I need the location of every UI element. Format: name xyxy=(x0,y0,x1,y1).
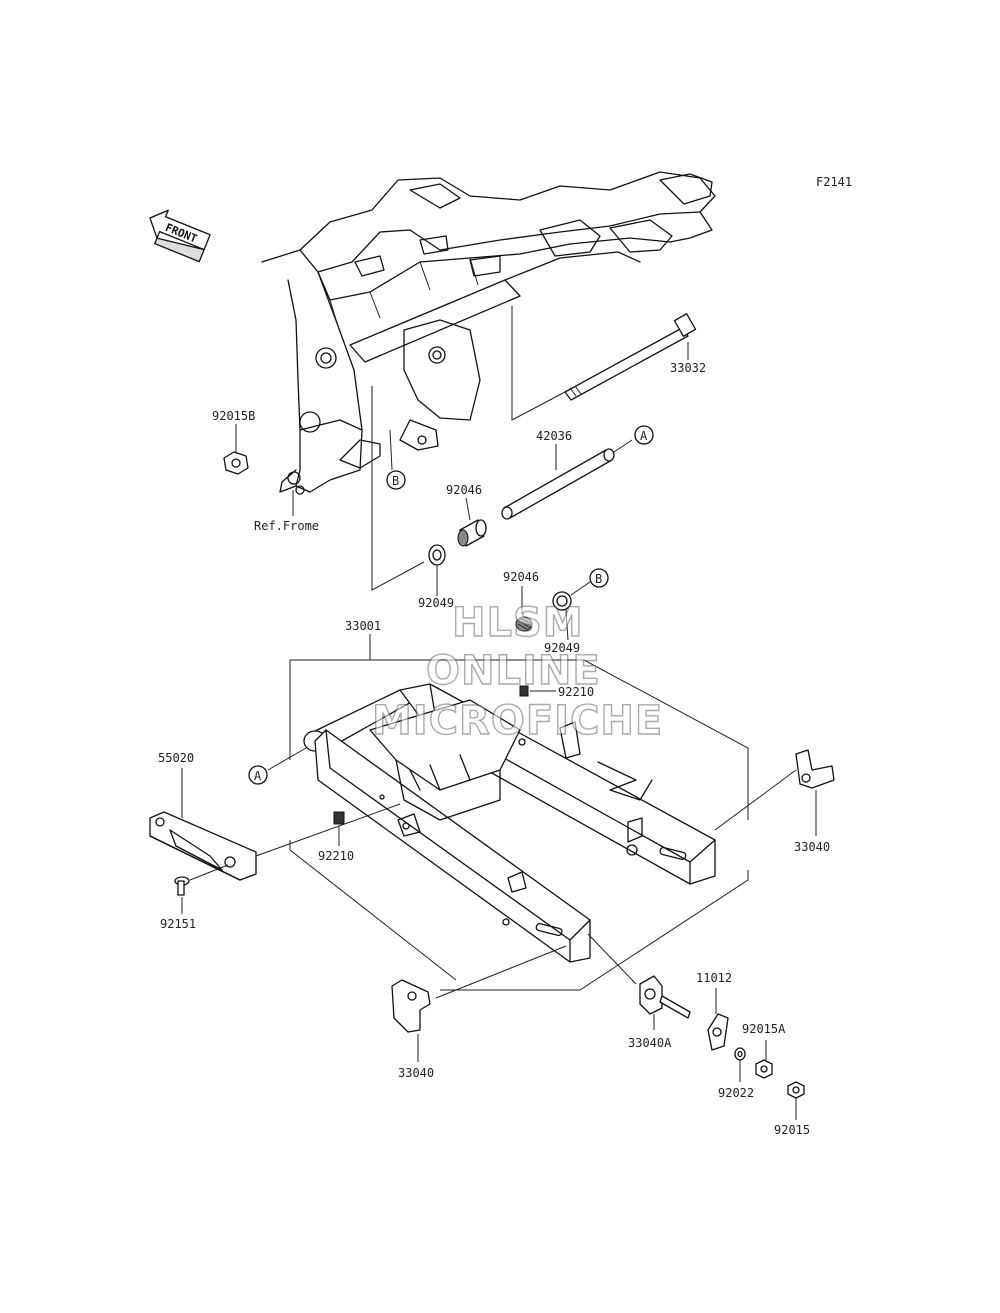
adjuster-33040A xyxy=(639,975,691,1019)
callout-b-lower: B xyxy=(595,572,602,586)
label-92210-lower: 92210 xyxy=(318,849,354,863)
grease-fitting-92210-lower xyxy=(333,811,345,825)
bolt-92151 xyxy=(174,876,190,896)
bearing-92046-upper xyxy=(457,519,487,547)
label-92210-upper: 92210 xyxy=(558,685,594,699)
nut-92015A xyxy=(755,1059,773,1079)
plate-11012 xyxy=(707,1013,729,1051)
label-11012: 11012 xyxy=(696,971,732,985)
label-33040A: 33040A xyxy=(628,1036,672,1050)
label-92015: 92015 xyxy=(774,1123,810,1137)
label-92049-right: 92049 xyxy=(544,641,580,655)
label-33040-right: 33040 xyxy=(794,840,830,854)
callout-b-upper: B xyxy=(392,474,399,488)
label-92046-upper: 92046 xyxy=(446,483,482,497)
label-92046-lower: 92046 xyxy=(503,570,539,584)
label-92049-left: 92049 xyxy=(418,596,454,610)
seal-92049-right xyxy=(552,591,572,611)
bearing-92046-lower xyxy=(515,616,533,632)
pivot-bolt-33032 xyxy=(564,313,697,401)
frame-drawing xyxy=(261,171,716,495)
swing-arm-drawing xyxy=(303,683,716,963)
label-55020: 55020 xyxy=(158,751,194,765)
label-33032: 33032 xyxy=(670,361,706,375)
adjuster-33040-bottom xyxy=(391,979,431,1033)
chain-slider-55020 xyxy=(149,811,257,881)
callout-a-upper: A xyxy=(640,429,648,443)
label-42036: 42036 xyxy=(536,429,572,443)
watermark-line3: MICROFICHE xyxy=(372,698,663,744)
callout-a-lower: A xyxy=(254,769,262,783)
label-33040-bottom: 33040 xyxy=(398,1066,434,1080)
seal-92049-left xyxy=(428,544,446,566)
nut-92015B xyxy=(223,451,249,475)
washer-92022 xyxy=(734,1047,746,1061)
label-92015B: 92015B xyxy=(212,409,255,423)
diagram-code: F2141 xyxy=(816,175,852,189)
watermark: HLSM ONLINE MICROFICHE xyxy=(371,599,663,744)
label-92022: 92022 xyxy=(718,1086,754,1100)
watermark-line1: HLSM xyxy=(452,600,584,646)
collar-42036 xyxy=(501,448,615,520)
watermark-line2: ONLINE xyxy=(426,648,601,694)
front-arrow-icon: FRONT xyxy=(149,209,211,263)
label-92015A: 92015A xyxy=(742,1022,786,1036)
label-33001: 33001 xyxy=(345,619,381,633)
adjuster-33040-right xyxy=(795,749,835,789)
grease-fitting-92210-upper xyxy=(519,685,529,697)
nut-92015 xyxy=(787,1081,805,1099)
ref-frame-label: Ref.Frome xyxy=(254,519,319,533)
label-92151: 92151 xyxy=(160,917,196,931)
